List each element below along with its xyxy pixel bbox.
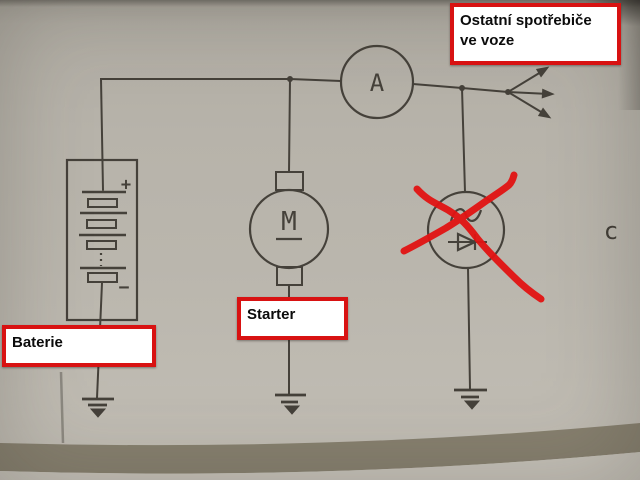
photo-top-edge-shadow	[0, 0, 640, 7]
arrow-head	[535, 66, 550, 78]
ground-triangle	[283, 405, 301, 415]
page-crease-line	[59, 371, 65, 444]
motor-letter: M	[281, 207, 297, 237]
label-battery-text: Baterie	[12, 334, 63, 351]
battery-plate-short	[86, 219, 117, 229]
ground-triangle	[89, 408, 107, 418]
motor-terminal-top	[275, 171, 304, 191]
battery-symbol	[65, 158, 139, 322]
arrow-shaft	[507, 91, 545, 95]
cross-stroke-ascending	[400, 171, 518, 255]
fan-arrows-icon	[507, 66, 555, 119]
red-cross-icon	[400, 171, 545, 303]
bottom-strip	[0, 452, 640, 480]
junction-dots	[287, 76, 511, 95]
ammeter-circle	[339, 44, 415, 120]
wire-motor-branch	[288, 78, 291, 173]
wire-battery-to-ammeter	[99, 78, 342, 191]
alternator-ground-icon	[454, 388, 487, 410]
arrow-shaft	[507, 91, 543, 114]
label-other-loads-line1: Ostatní spotřebiče	[460, 12, 592, 29]
arrow-head	[541, 88, 555, 99]
battery-minus-sign: −	[119, 277, 130, 298]
ammeter-letter: A	[370, 69, 385, 97]
wire-alternator-branch	[461, 87, 466, 193]
junction-dot	[287, 76, 293, 82]
battery-ground-icon	[82, 397, 114, 418]
starter-ground-icon	[275, 393, 306, 415]
circuit-wires	[96, 78, 509, 399]
arrow-shaft	[507, 71, 542, 93]
battery-plate-short	[86, 240, 117, 250]
ground-triangle	[463, 400, 481, 410]
label-other-loads-line2: ve voze	[460, 32, 515, 49]
battery-plus-sign: +	[121, 175, 131, 195]
wire-alternator-to-ground	[467, 267, 471, 390]
motor-symbol	[248, 171, 330, 286]
label-box-battery: Baterie	[2, 325, 156, 367]
label-box-other-loads: Ostatní spotřebiče ve voze	[450, 3, 621, 65]
battery-outline	[65, 158, 139, 322]
ammeter-symbol	[339, 44, 415, 120]
arrow-head	[537, 107, 552, 119]
label-starter-text: Starter	[247, 306, 296, 323]
alternator-circle	[426, 190, 506, 270]
battery-plate-short	[87, 272, 118, 283]
junction-dot	[459, 85, 465, 91]
label-box-starter: Starter	[237, 297, 348, 340]
bottom-band	[0, 423, 640, 474]
cross-stroke-descending	[413, 185, 545, 303]
diode-triangle-icon	[456, 232, 478, 252]
motor-terminal-bottom	[276, 266, 303, 286]
photo-right-edge-shadow	[618, 0, 640, 110]
page-letter-c: c	[604, 217, 618, 245]
battery-plate-short	[87, 198, 118, 208]
